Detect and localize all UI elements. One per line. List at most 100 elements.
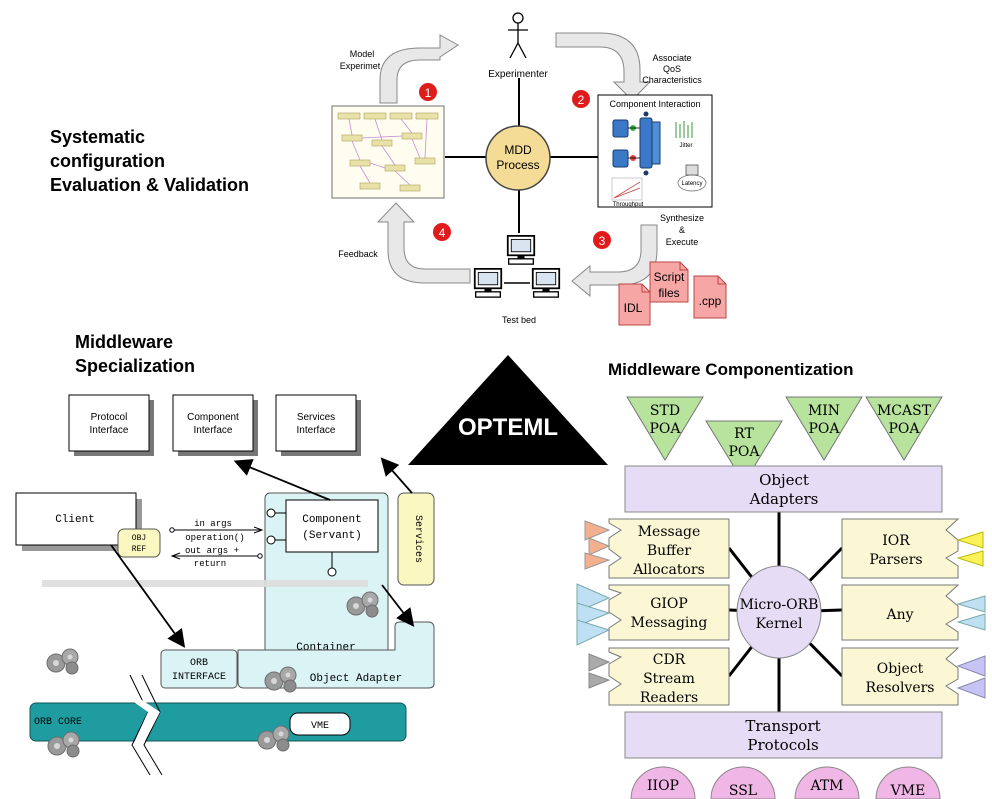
ior-parsers-box: IOR Parsers bbox=[841, 518, 984, 579]
arrow-synthesize bbox=[571, 224, 658, 298]
svg-text:Messaging: Messaging bbox=[631, 615, 708, 631]
svg-text:4: 4 bbox=[439, 226, 446, 240]
specialization-diagram: Protocol Interface Component Interface S… bbox=[15, 394, 435, 776]
experimenter-icon bbox=[508, 12, 528, 59]
svg-text:ORB: ORB bbox=[190, 658, 208, 669]
step-2-badge: 2 bbox=[571, 89, 591, 109]
out-args-label: out args + bbox=[185, 546, 239, 556]
latency-chart-icon bbox=[677, 164, 707, 192]
arrow-feedback bbox=[376, 202, 471, 284]
svg-text:Parsers: Parsers bbox=[869, 552, 922, 568]
client-box: Client bbox=[15, 492, 142, 551]
component-servant-box: Component (Servant) bbox=[266, 499, 379, 577]
mcast-poa-triangle: MCAST POA bbox=[865, 396, 943, 461]
testbed-label: Test bed bbox=[502, 315, 536, 325]
arrow-services-to-adapter bbox=[381, 584, 415, 627]
micro-orb-kernel: Micro-ORB Kernel bbox=[736, 565, 822, 659]
mdd-label-2: Process bbox=[496, 158, 539, 172]
svg-text:Resolvers: Resolvers bbox=[866, 680, 935, 696]
associate-label-3: Characteristics bbox=[642, 75, 702, 85]
std-poa-triangle: STD POA bbox=[626, 396, 704, 461]
svg-text:IIOP: IIOP bbox=[647, 778, 679, 794]
svg-text:MIN: MIN bbox=[808, 403, 840, 419]
cpp-label: .cpp bbox=[699, 294, 722, 308]
associate-label-1: Associate bbox=[652, 53, 691, 63]
svg-text:Interface: Interface bbox=[194, 425, 233, 436]
component-interface-box: Component Interface bbox=[172, 394, 258, 456]
svg-text:CDR: CDR bbox=[653, 652, 686, 668]
mdd-cycle: MDD Process Experimenter Model Experimet… bbox=[331, 12, 727, 326]
step-1-badge: 1 bbox=[418, 82, 438, 102]
svg-text:Protocols: Protocols bbox=[747, 736, 818, 754]
associate-label-2: QoS bbox=[663, 64, 681, 74]
model-label-2: Experimet bbox=[340, 61, 381, 71]
arrow-model bbox=[379, 34, 459, 104]
testbed-computer-right-icon bbox=[531, 268, 561, 298]
svg-text:ATM: ATM bbox=[809, 778, 843, 794]
svg-text:POA: POA bbox=[728, 444, 760, 460]
svg-text:GIOP: GIOP bbox=[650, 596, 688, 612]
svg-text:POA: POA bbox=[808, 421, 840, 437]
svg-text:(Servant): (Servant) bbox=[302, 530, 361, 542]
jitter-chart-icon bbox=[675, 121, 693, 138]
idl-label: IDL bbox=[624, 301, 643, 315]
svg-text:Stream: Stream bbox=[643, 671, 695, 687]
vme-label: VME bbox=[311, 721, 329, 732]
svg-text:Message: Message bbox=[638, 524, 701, 540]
specialization-heading: Middleware Specialization bbox=[75, 332, 195, 376]
obj-ref-badge: OBJ REF bbox=[117, 528, 161, 558]
svg-text:POA: POA bbox=[649, 421, 681, 437]
svg-text:Interface: Interface bbox=[90, 425, 129, 436]
svg-text:STD: STD bbox=[650, 403, 680, 419]
svg-text:Buffer: Buffer bbox=[647, 543, 692, 559]
model-thumbnail bbox=[331, 105, 445, 199]
componentization-heading: Middleware Componentization bbox=[608, 360, 854, 379]
systematic-line-3: Evaluation & Validation bbox=[50, 175, 249, 195]
svg-text:MCAST: MCAST bbox=[877, 403, 932, 419]
giop-messaging-box: GIOP Messaging bbox=[576, 583, 730, 646]
svg-text:Component: Component bbox=[302, 514, 361, 526]
orb-interface-box: ORB INTERFACE bbox=[160, 649, 238, 689]
vme-box: VME bbox=[289, 712, 351, 736]
svg-text:Allocators: Allocators bbox=[632, 562, 705, 578]
svg-text:Services: Services bbox=[297, 412, 335, 423]
svg-text:Adapters: Adapters bbox=[749, 490, 819, 508]
svg-text:Protocol: Protocol bbox=[91, 412, 128, 423]
any-box: Any bbox=[841, 584, 986, 641]
svg-text:Transport: Transport bbox=[745, 717, 820, 735]
min-poa-triangle: MIN POA bbox=[785, 396, 863, 461]
step-4-badge: 4 bbox=[432, 222, 452, 242]
svg-text:Interface: Interface bbox=[297, 425, 336, 436]
svg-text:1: 1 bbox=[425, 86, 432, 100]
arrow-to-services-interface bbox=[380, 457, 413, 494]
componentization-diagram: STD POA RT POA MIN POA MCAST POA Object … bbox=[576, 396, 986, 799]
svg-text:RT: RT bbox=[734, 426, 754, 442]
operation-label: operation() bbox=[185, 533, 244, 543]
jitter-label: Jitter bbox=[679, 143, 692, 149]
script-label-1: Script bbox=[654, 270, 685, 284]
services-interface-box: Services Interface bbox=[275, 394, 361, 456]
synthesize-label-3: Execute bbox=[666, 237, 699, 247]
svg-text:INTERFACE: INTERFACE bbox=[172, 672, 226, 683]
mdd-process-circle bbox=[485, 125, 551, 191]
svg-text:SSL: SSL bbox=[729, 783, 757, 799]
arrow-to-component-interface bbox=[233, 459, 331, 501]
component-interaction-panel: Component Interaction Jitter Throughput bbox=[597, 94, 713, 208]
testbed-computer-left-icon bbox=[473, 268, 503, 298]
svg-text:Any: Any bbox=[885, 607, 913, 623]
arrow-associate bbox=[555, 32, 652, 101]
mdd-label-1: MDD bbox=[504, 143, 532, 157]
svg-text:REF: REF bbox=[132, 545, 147, 554]
svg-text:OBJ: OBJ bbox=[132, 534, 146, 543]
object-adapter-label: Object Adapter bbox=[310, 673, 402, 685]
arrow-client-to-orb bbox=[110, 544, 186, 648]
orb-core-label: ORB CORE bbox=[34, 717, 82, 728]
object-resolvers-box: Object Resolvers bbox=[841, 647, 986, 706]
svg-text:Component: Component bbox=[187, 412, 239, 423]
specialization-line-2: Specialization bbox=[75, 356, 195, 376]
svg-text:POA: POA bbox=[888, 421, 920, 437]
synthesize-label-2: & bbox=[679, 225, 685, 235]
object-adapters-bar: Object Adapters bbox=[624, 465, 943, 513]
ssl-protocol: SSL bbox=[710, 766, 776, 799]
gear-icon bbox=[46, 648, 79, 675]
